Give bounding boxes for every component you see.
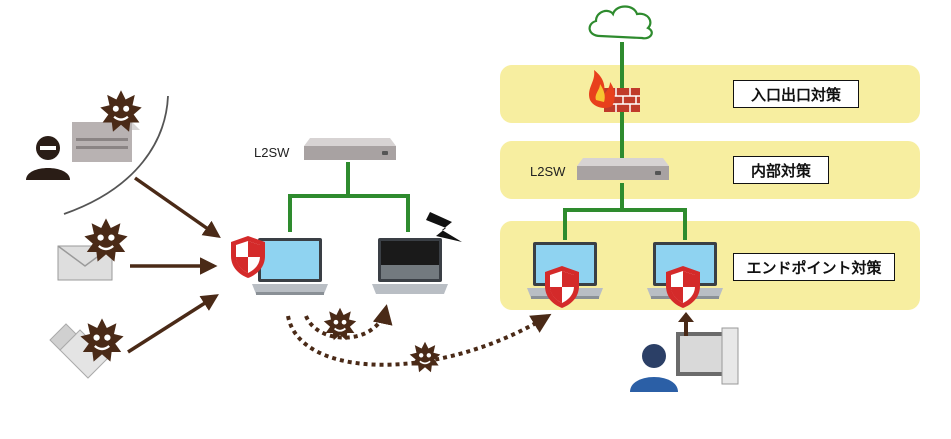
- malware-icon: [322, 306, 358, 342]
- left-switch-label: L2SW: [254, 145, 290, 160]
- right-switch-label: L2SW: [530, 164, 566, 179]
- endpoint-label: エンドポイント対策: [733, 253, 895, 281]
- cloud-icon: [588, 5, 653, 40]
- internal-label: 内部対策: [733, 156, 829, 184]
- compromised-laptop: [372, 238, 448, 294]
- admin-arrow: [678, 312, 694, 336]
- lateral-movement-arrows: [286, 304, 552, 367]
- perimeter-label: 入口出口対策: [733, 80, 859, 108]
- shield-icon: [666, 266, 700, 308]
- attacker-icon: [26, 122, 140, 180]
- internal-band: [500, 141, 920, 199]
- switch-icon: [577, 158, 669, 180]
- malware-icon: [408, 340, 442, 374]
- shield-icon: [545, 266, 579, 308]
- lightning-icon: [426, 212, 462, 242]
- left-network-lines: [288, 162, 410, 232]
- admin-icon: [630, 327, 739, 392]
- right-network-lines: [563, 42, 687, 240]
- attack-arrows: [127, 176, 221, 354]
- switch-icon: [304, 138, 396, 160]
- perimeter-curve: [63, 95, 169, 215]
- firewall-icon: [589, 70, 640, 112]
